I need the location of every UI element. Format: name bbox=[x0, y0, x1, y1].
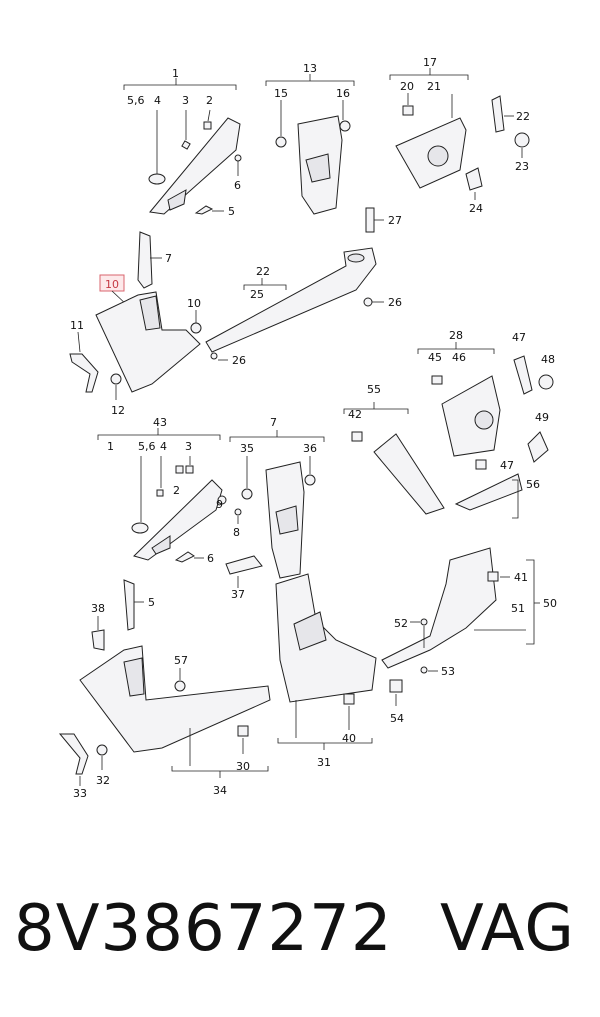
callout-label: 2 bbox=[206, 94, 213, 107]
callout-label: 33 bbox=[73, 787, 87, 800]
callout-label: 57 bbox=[174, 654, 188, 667]
part-number: 8V3867272 bbox=[14, 892, 393, 966]
callout-label: 4 bbox=[160, 440, 167, 453]
callout-label: 27 bbox=[388, 214, 402, 227]
callout-label: 26 bbox=[388, 296, 402, 309]
callout-label: 45 bbox=[428, 351, 442, 364]
callout-label: 41 bbox=[514, 571, 528, 584]
callout-label: 30 bbox=[236, 760, 250, 773]
callout-label: 10 bbox=[187, 297, 201, 310]
callout-label: 55 bbox=[367, 383, 381, 396]
callout-label: 49 bbox=[535, 411, 549, 424]
callout-label: 3 bbox=[182, 94, 189, 107]
callout-label: 48 bbox=[541, 353, 555, 366]
callout-label: 50 bbox=[543, 597, 557, 610]
group-lower-trim: 38 57 32 33 34 30 bbox=[58, 602, 271, 800]
group-a-pillar-middle: 43 1 5,6 4 3 2 9 8 6 5 bbox=[97, 416, 242, 631]
callout-label: 3 bbox=[185, 440, 192, 453]
callout-label: 13 bbox=[303, 62, 317, 75]
callout-label: 47 bbox=[500, 459, 514, 472]
callout-label: 7 bbox=[165, 252, 172, 265]
callout-label: 46 bbox=[452, 351, 466, 364]
callout-label: 22 bbox=[256, 265, 270, 278]
callout-label: 32 bbox=[96, 774, 110, 787]
callout-label: 20 bbox=[400, 80, 414, 93]
callout-label: 16 bbox=[336, 87, 350, 100]
callout-label: 43 bbox=[153, 416, 167, 429]
callout-label: 56 bbox=[526, 478, 540, 491]
callout-label: 11 bbox=[70, 319, 84, 332]
callout-label: 26 bbox=[232, 354, 246, 367]
callout-label: 17 bbox=[423, 56, 437, 69]
callout-label: 54 bbox=[390, 712, 404, 725]
group-sill-top: 22 25 26 26 27 bbox=[205, 207, 402, 367]
callout-label: 1 bbox=[107, 440, 114, 453]
callout-label: 31 bbox=[317, 756, 331, 769]
callout-label: 37 bbox=[231, 588, 245, 601]
callout-label: 25 bbox=[250, 288, 264, 301]
callout-label: 34 bbox=[213, 784, 227, 797]
callout-label: 53 bbox=[441, 665, 455, 678]
callout-label: 24 bbox=[469, 202, 483, 215]
group-c-pillar-top: 17 20 21 22 23 24 bbox=[389, 56, 530, 215]
callout-label: 5 bbox=[148, 596, 155, 609]
callout-label: 5,6 bbox=[138, 440, 156, 453]
callout-label: 5 bbox=[228, 205, 235, 218]
callout-label: 40 bbox=[342, 732, 356, 745]
callout-label: 52 bbox=[394, 617, 408, 630]
callout-label: 23 bbox=[515, 160, 529, 173]
group-rear-lower: 41 50 51 52 53 54 bbox=[381, 547, 557, 725]
parts-diagram: 1 5,6 4 3 2 6 5 7 10 10 11 bbox=[58, 56, 557, 800]
group-b-pillar-lower: 31 40 bbox=[275, 573, 377, 769]
callout-label: 6 bbox=[207, 552, 214, 565]
callout-label: 7 bbox=[270, 416, 277, 429]
callout-label: 42 bbox=[348, 408, 362, 421]
callout-label: 15 bbox=[274, 87, 288, 100]
callout-label: 4 bbox=[154, 94, 161, 107]
callout-label: 22 bbox=[516, 110, 530, 123]
callout-label: 21 bbox=[427, 80, 441, 93]
callout-label: 1 bbox=[172, 67, 179, 80]
callout-label: 28 bbox=[449, 329, 463, 342]
group-a-pillar-top: 1 5,6 4 3 2 6 5 bbox=[123, 67, 242, 218]
group-lower-a-pillar-top: 7 10 10 11 12 bbox=[69, 231, 202, 417]
group-c-pillar-lower: 28 45 46 47 48 49 47 56 55 42 bbox=[343, 329, 555, 519]
callout-label: 12 bbox=[111, 404, 125, 417]
brand-label: VAG bbox=[440, 892, 575, 966]
callout-label: 8 bbox=[233, 526, 240, 539]
callout-label: 47 bbox=[512, 331, 526, 344]
callout-label: 5,6 bbox=[127, 94, 145, 107]
callout-label: 36 bbox=[303, 442, 317, 455]
group-b-pillar-top: 13 15 16 bbox=[265, 62, 355, 215]
callout-label: 38 bbox=[91, 602, 105, 615]
callout-label: 6 bbox=[234, 179, 241, 192]
callout-label-highlighted: 10 bbox=[105, 278, 119, 291]
callout-label: 2 bbox=[173, 484, 180, 497]
callout-label: 51 bbox=[511, 602, 525, 615]
callout-label: 9 bbox=[216, 498, 223, 511]
callout-label: 35 bbox=[240, 442, 254, 455]
group-b-pillar-middle: 7 35 36 37 bbox=[225, 416, 325, 601]
